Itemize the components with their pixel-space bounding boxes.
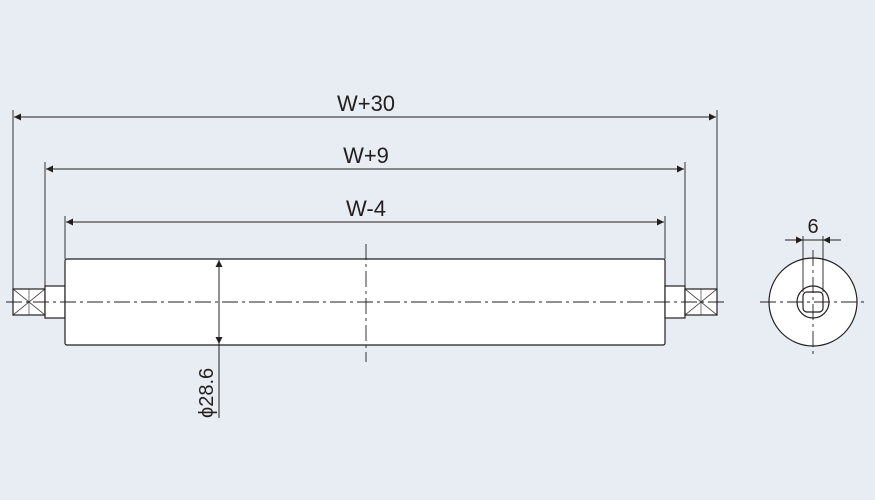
tube-length-dimension-label: W-4 [346,196,386,221]
hex-width-dimension-label: 6 [807,216,818,238]
diameter-dimension-label: ϕ28.6 [196,368,218,418]
overall-dimension-label: W+30 [337,91,395,116]
center-lines [6,244,728,362]
shaft-span-dimension-label: W+9 [343,143,389,168]
dimension-lines [14,113,716,418]
end-view-center-lines [760,250,866,354]
extension-lines [12,110,718,289]
